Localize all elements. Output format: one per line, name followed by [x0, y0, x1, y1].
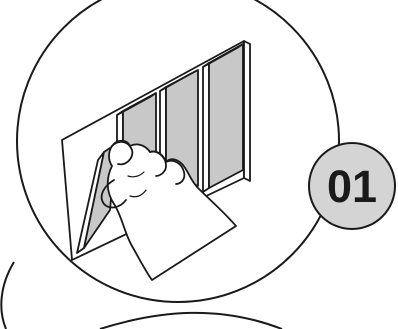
step-badge: 01	[309, 143, 395, 229]
step-number: 01	[327, 161, 377, 212]
panel-4	[209, 44, 243, 188]
next-step-circle-arc-right	[100, 313, 282, 329]
next-step-circle-arc	[1, 262, 14, 329]
base-plate-edge	[244, 41, 250, 181]
